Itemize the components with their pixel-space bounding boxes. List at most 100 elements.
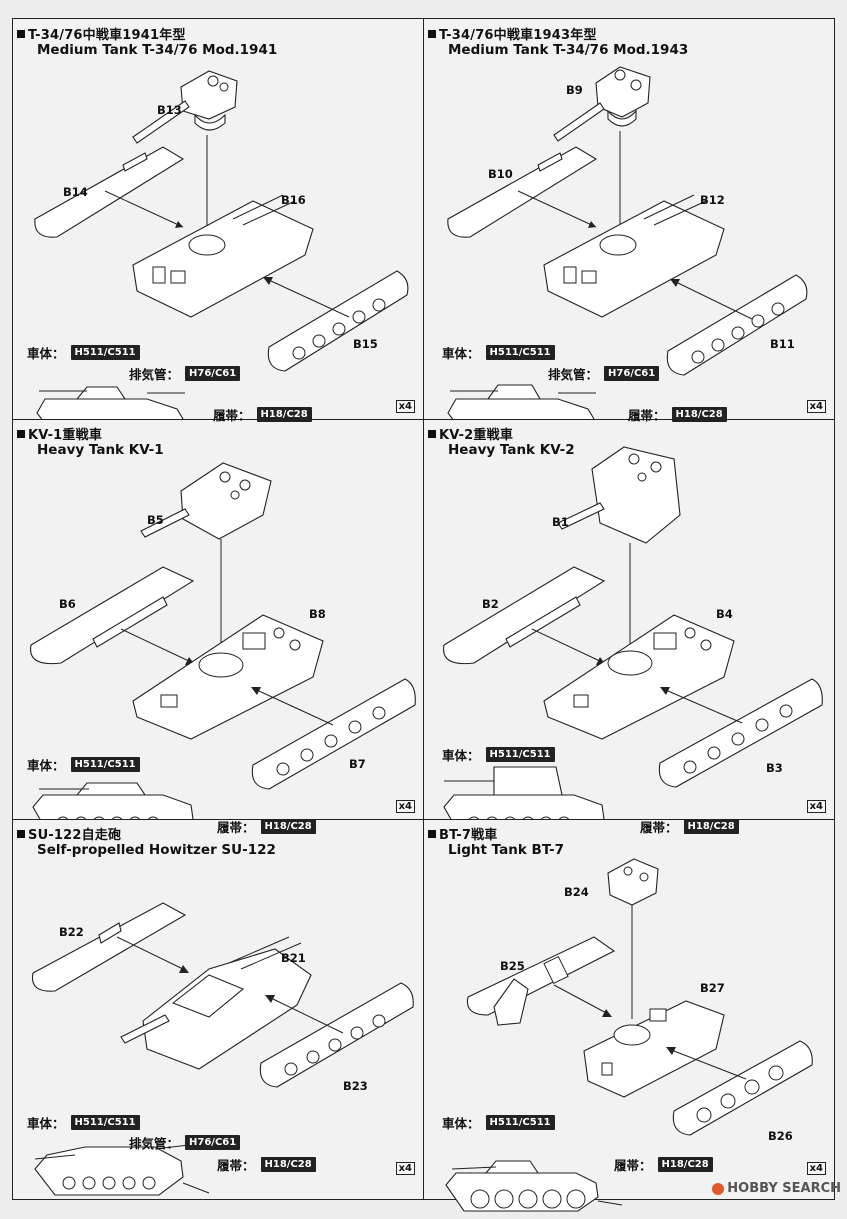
part-label-left-track: B14	[63, 185, 88, 199]
color-exhaust-code: H76/C61	[185, 366, 241, 381]
color-track: 履帯： H18/C28	[614, 1155, 713, 1174]
color-body-code: H511/C511	[70, 345, 140, 360]
panel-kv1: KV-1重戦車 Heavy Tank KV-1	[13, 419, 423, 835]
color-track-label: 履帯：	[614, 1158, 652, 1173]
panel-t34-1943: T-34/76中戦車1943年型 Medium Tank T-34/76 Mod…	[424, 19, 834, 423]
quantity-badge: x4	[806, 400, 826, 413]
part-label-left-track: B2	[482, 597, 499, 611]
color-body-label: 車体：	[27, 1116, 65, 1131]
color-track-code: H18/C28	[671, 407, 727, 422]
color-track: 履帯： H18/C28	[213, 405, 312, 424]
color-track-code: H18/C28	[657, 1157, 713, 1172]
color-exhaust-label: 排気管：	[129, 1136, 180, 1151]
turret-part	[132, 70, 238, 144]
color-exhaust-code: H76/C61	[604, 366, 660, 381]
part-label-left-track: B10	[488, 167, 513, 181]
assembly-diagram	[447, 66, 808, 419]
quantity-badge: x4	[806, 1162, 826, 1175]
panel-t34-1941: T-34/76中戦車1941年型 Medium Tank T-34/76 Mod…	[13, 19, 423, 423]
part-label-hull: B16	[281, 193, 306, 207]
panel-title-ja: BT-7戦車	[428, 824, 498, 843]
watermark: HOBBY SEARCH	[712, 1181, 841, 1196]
part-label-hull: B21	[281, 951, 306, 965]
row-divider-2	[13, 819, 834, 820]
instruction-sheet: T-34/76中戦車1941年型 Medium Tank T-34/76 Mod…	[12, 18, 835, 1212]
panel-title-en: Medium Tank T-34/76 Mod.1943	[448, 42, 689, 58]
assembly-diagram	[34, 70, 409, 419]
part-label-left-track: B22	[59, 925, 84, 939]
color-body-code: H511/C511	[70, 1115, 140, 1130]
panel-title-en: Heavy Tank KV-2	[448, 442, 575, 458]
color-track-code: H18/C28	[260, 819, 316, 834]
color-body: 車体： H511/C511	[27, 755, 140, 774]
color-body: 車体： H511/C511	[442, 745, 555, 764]
color-body-label: 車体：	[442, 748, 480, 763]
part-label-left-track: B25	[500, 959, 525, 973]
panel-title-ja: KV-1重戦車	[17, 424, 102, 443]
color-track: 履帯： H18/C28	[640, 817, 739, 836]
color-body-code: H511/C511	[70, 757, 140, 772]
color-body: 車体： H511/C511	[27, 1113, 140, 1132]
color-track-code: H18/C28	[260, 1157, 316, 1172]
quantity-badge: x4	[806, 800, 826, 813]
color-body-label: 車体：	[27, 346, 65, 361]
color-track-label: 履帯：	[640, 820, 678, 835]
part-label-right-track: B11	[770, 337, 795, 351]
side-profile	[36, 386, 185, 419]
panel-title-ja: T-34/76中戦車1943年型	[428, 24, 597, 43]
part-label-turret: B5	[147, 513, 164, 527]
color-body: 車体： H511/C511	[442, 343, 555, 362]
watermark-text: HOBBY SEARCH	[727, 1181, 841, 1196]
color-exhaust: 排気管： H76/C61	[548, 364, 660, 383]
part-label-turret: B13	[157, 103, 182, 117]
color-track: 履帯： H18/C28	[628, 405, 727, 424]
part-label-turret: B1	[552, 515, 569, 529]
part-label-right-track: B15	[353, 337, 378, 351]
assembly-diagram	[443, 446, 823, 819]
color-track: 履帯： H18/C28	[217, 817, 316, 836]
quantity-badge: x4	[395, 400, 415, 413]
panel-title-en: Light Tank BT-7	[448, 842, 565, 858]
panel-su122: SU-122自走砲 Self-propelled Howitzer SU-122	[13, 819, 423, 1219]
part-label-left-track: B6	[59, 597, 76, 611]
color-body: 車体： H511/C511	[27, 343, 140, 362]
panel-title-ja: SU-122自走砲	[17, 824, 121, 843]
assembly-diagram	[30, 462, 416, 819]
color-exhaust-label: 排気管：	[129, 367, 180, 382]
color-track-label: 履帯：	[217, 820, 255, 835]
color-body-code: H511/C511	[485, 747, 555, 762]
color-track-label: 履帯：	[217, 1158, 255, 1173]
quantity-badge: x4	[395, 800, 415, 813]
assembly-diagram	[445, 858, 813, 1212]
color-body-label: 車体：	[27, 758, 65, 773]
color-exhaust: 排気管： H76/C61	[129, 1133, 241, 1152]
part-label-hull: B4	[716, 607, 733, 621]
color-body-label: 車体：	[442, 1116, 480, 1131]
panel-title-ja: T-34/76中戦車1941年型	[17, 24, 186, 43]
color-track-label: 履帯：	[213, 408, 251, 423]
part-label-right-track: B26	[768, 1129, 793, 1143]
part-label-right-track: B7	[349, 757, 366, 771]
panel-title-en: Heavy Tank KV-1	[37, 442, 164, 458]
part-label-turret: B9	[566, 83, 583, 97]
color-track-code: H18/C28	[683, 819, 739, 834]
row-divider-1	[13, 419, 834, 420]
hobby-search-logo-icon	[712, 1182, 725, 1195]
panel-bt7: BT-7戦車 Light Tank BT-7	[424, 819, 834, 1219]
color-body-label: 車体：	[442, 346, 480, 361]
part-label-hull: B8	[309, 607, 326, 621]
color-body-code: H511/C511	[485, 1115, 555, 1130]
color-body-code: H511/C511	[485, 345, 555, 360]
quantity-badge: x4	[395, 1162, 415, 1175]
color-exhaust-label: 排気管：	[548, 367, 599, 382]
color-body: 車体： H511/C511	[442, 1113, 555, 1132]
color-track: 履帯： H18/C28	[217, 1155, 316, 1174]
assembly-diagram	[31, 902, 414, 1196]
part-label-turret: B24	[564, 885, 589, 899]
panel-title-en: Medium Tank T-34/76 Mod.1941	[37, 42, 278, 58]
color-track-code: H18/C28	[256, 407, 312, 422]
panel-kv2: KV-2重戦車 Heavy Tank KV-2	[424, 419, 834, 835]
color-exhaust-code: H76/C61	[185, 1135, 241, 1150]
part-label-hull: B27	[700, 981, 725, 995]
panel-title-en: Self-propelled Howitzer SU-122	[37, 842, 276, 858]
